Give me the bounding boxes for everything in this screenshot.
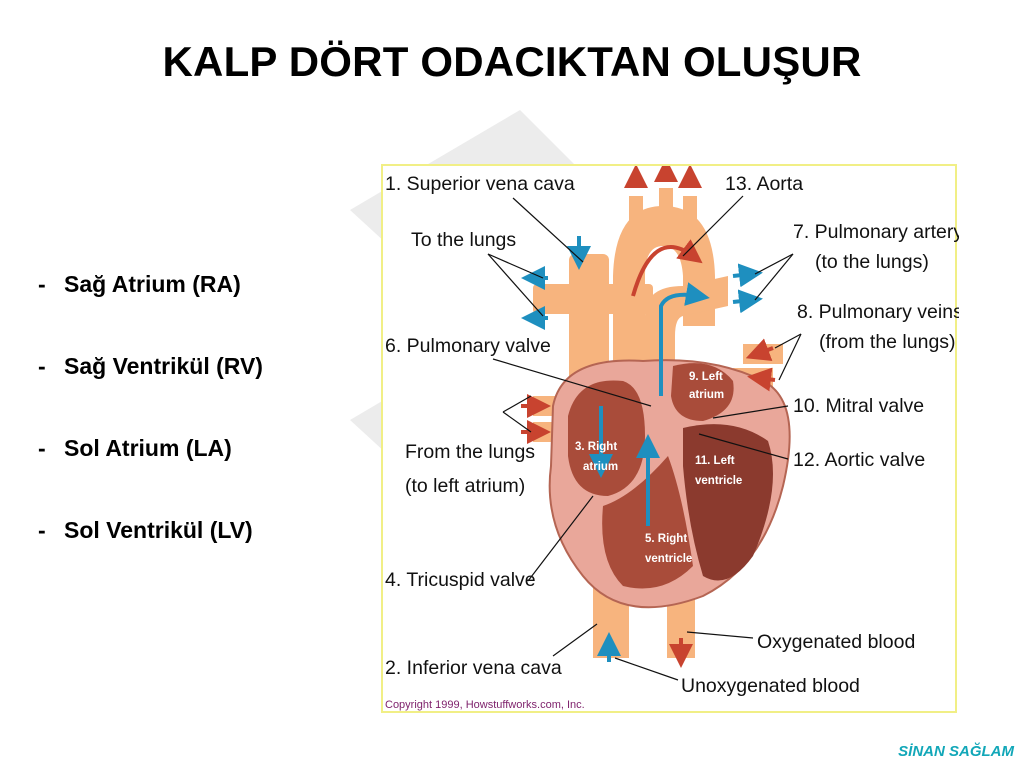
chamber-label-left-ventricle-2: ventricle (695, 475, 742, 487)
label-pulmonary-veins: 8. Pulmonary veins (797, 301, 959, 323)
label-aorta: 13. Aorta (725, 173, 803, 195)
oxygenated-flow-arrow (747, 367, 776, 392)
label-oxygenated-blood: Oxygenated blood (757, 631, 915, 653)
aorta-branch (629, 196, 643, 226)
bullet-text: Sağ Ventrikül (RV) (64, 353, 263, 379)
bullet-item: -Sağ Ventrikül (RV) (38, 348, 263, 430)
leader-lines (487, 195, 802, 681)
chamber-label-right-ventricle-2: ventricle (645, 553, 692, 565)
aorta-branch (683, 196, 697, 226)
pulmonary-artery-right-branch (533, 284, 653, 314)
label-unoxygenated-blood: Unoxygenated blood (681, 675, 860, 697)
heart-diagram-figure: 1. Superior vena cava 13. Aorta To the l… (381, 164, 959, 713)
bullet-list: -Sağ Atrium (RA) -Sağ Ventrikül (RV) -So… (38, 266, 263, 594)
unoxygenated-flow-arrow (732, 289, 763, 314)
bullet-dash: - (38, 271, 46, 297)
left-ventricle-chamber (683, 424, 773, 581)
aorta-branch (659, 188, 673, 218)
bullet-item: -Sol Atrium (LA) (38, 430, 263, 512)
flow-arrows (521, 166, 776, 668)
label-tricuspid-valve: 4. Tricuspid valve (385, 569, 536, 591)
heart-diagram: 1. Superior vena cava 13. Aorta To the l… (385, 166, 959, 711)
label-pulmonary-veins-sub: (from the lungs) (819, 331, 956, 353)
bullet-text: Sol Ventrikül (LV) (64, 517, 253, 543)
chamber-label-right-atrium-2: atrium (583, 461, 618, 473)
label-inferior-vena-cava: 2. Inferior vena cava (385, 657, 562, 679)
bullet-item: -Sağ Atrium (RA) (38, 266, 263, 348)
author-signature: SİNAN SAĞLAM (898, 743, 1014, 760)
chamber-label-left-ventricle: 11. Left (695, 455, 735, 467)
label-from-the-lungs: From the lungs (405, 441, 535, 463)
chamber-label-left-atrium-2: atrium (689, 389, 724, 401)
unoxygenated-flow-arrow (659, 282, 710, 396)
bullet-text: Sol Atrium (LA) (64, 435, 232, 461)
oxygenated-flow-arrow (631, 239, 703, 297)
bullet-item: -Sol Ventrikül (LV) (38, 512, 263, 594)
oxygenated-flow-arrow (745, 338, 774, 362)
bullet-dash: - (38, 353, 46, 379)
right-atrium-chamber (568, 380, 645, 496)
label-from-the-lungs-sub: (to left atrium) (405, 475, 525, 497)
label-aortic-valve: 12. Aortic valve (793, 449, 925, 471)
chamber-label-left-atrium: 9. Left (689, 371, 723, 383)
unoxygenated-flow-arrow (732, 263, 763, 288)
copyright-text: Copyright 1999, Howstuffworks.com, Inc. (385, 699, 585, 711)
heart-body (548, 359, 791, 609)
label-mitral-valve: 10. Mitral valve (793, 395, 924, 417)
left-atrium-chamber (671, 363, 734, 421)
bullet-dash: - (38, 517, 46, 543)
label-to-the-lungs: To the lungs (411, 229, 516, 251)
chamber-label-right-atrium: 3. Right (575, 441, 617, 453)
label-pulmonary-artery-sub: (to the lungs) (815, 251, 929, 273)
bullet-text: Sağ Atrium (RA) (64, 271, 241, 297)
label-pulmonary-valve: 6. Pulmonary valve (385, 335, 551, 357)
chamber-label-right-ventricle: 5. Right (645, 533, 687, 545)
bullet-dash: - (38, 435, 46, 461)
slide-title: KALP DÖRT ODACIKTAN OLUŞUR (162, 38, 862, 85)
label-pulmonary-artery: 7. Pulmonary artery (793, 221, 959, 243)
label-superior-vena-cava: 1. Superior vena cava (385, 173, 575, 195)
